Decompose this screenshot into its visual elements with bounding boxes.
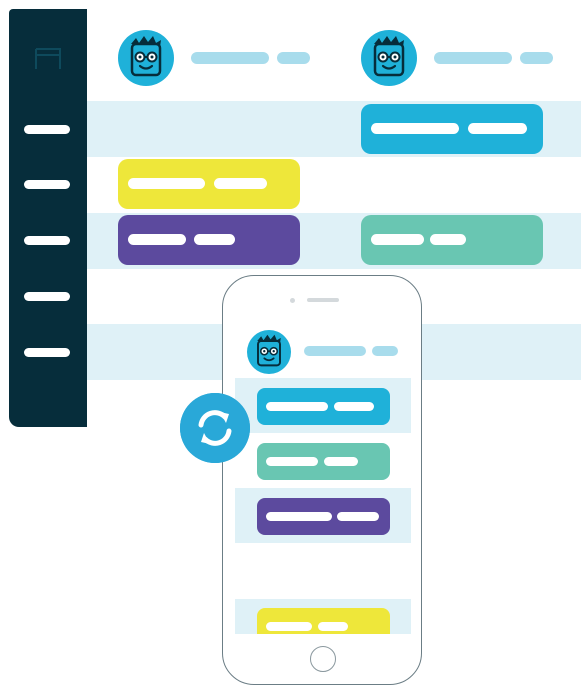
sidebar-item-1[interactable] [24,125,70,134]
schedule-card-yellow[interactable] [118,159,300,209]
mobile-card-blue[interactable] [257,388,390,425]
phone-screen [235,318,411,634]
phone-mockup [222,275,422,685]
sidebar-item-5[interactable] [24,348,70,357]
sidebar-item-4[interactable] [24,292,70,301]
nerd-avatar-icon [361,30,417,86]
schedule-card-purple[interactable] [118,215,300,265]
mobile-card-yellow[interactable] [257,608,390,634]
schedule-card-blue[interactable] [361,104,543,154]
mobile-card-teal[interactable] [257,443,390,480]
mobile-header-meta-placeholder [372,346,398,356]
schedule-card-teal[interactable] [361,215,543,265]
nerd-avatar-icon [118,30,174,86]
mobile-header-name-placeholder [304,346,366,356]
home-button-icon[interactable] [310,646,336,672]
column-header-meta-placeholder [520,52,553,64]
column-header-meta-placeholder [277,52,310,64]
column-header-name-placeholder [191,52,269,64]
phone-speaker [307,298,339,302]
mobile-card-purple[interactable] [257,498,390,535]
sidebar [9,9,87,427]
window-icon[interactable] [33,43,63,73]
nerd-avatar-icon [247,330,291,374]
column-header-name-placeholder [434,52,512,64]
sync-arrows-icon[interactable] [180,393,250,463]
phone-camera [290,298,295,303]
sidebar-item-2[interactable] [24,180,70,189]
sidebar-item-3[interactable] [24,236,70,245]
